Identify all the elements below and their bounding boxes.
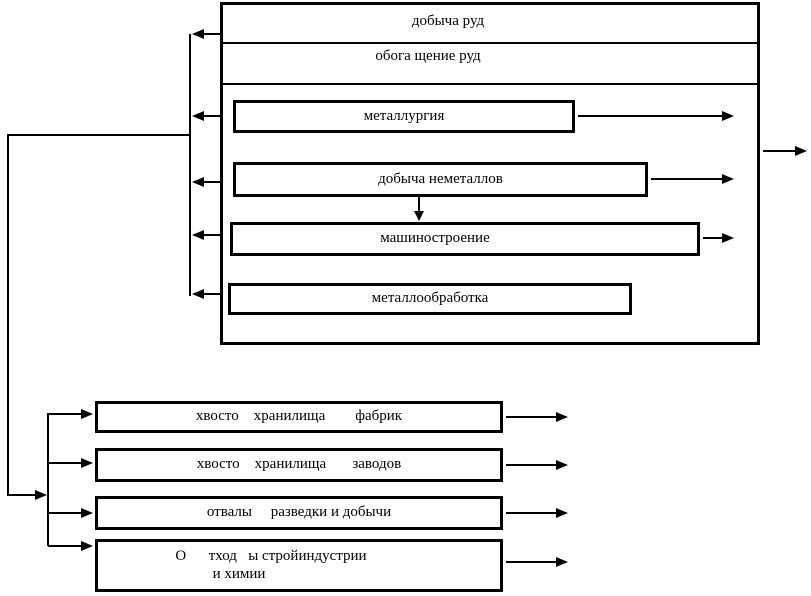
row-ore-enrichment: обога щение руд bbox=[220, 46, 760, 68]
arrow-to-distributor-line bbox=[8, 494, 36, 496]
arrow-tailings-factories-out-head-icon bbox=[556, 412, 568, 422]
box-tailings-factories-label: хвосто хранилища фабрик bbox=[195, 408, 403, 425]
divider-mining-enrichment bbox=[222, 42, 758, 44]
box-nonmetal-mining-label: добыча неметаллов bbox=[378, 170, 503, 187]
arrow-to-tailings-plants-line bbox=[48, 462, 82, 464]
arrow-complex-out-line bbox=[763, 150, 797, 152]
box-construction-chemistry-waste: О тход ы стройиндустрии и химии bbox=[95, 539, 503, 592]
arrow-dumps-out-head-icon bbox=[556, 508, 568, 518]
arrow-nonmetal-to-machine-line bbox=[418, 197, 420, 212]
arrow-to-tailings-plants-head-icon bbox=[81, 458, 93, 468]
left-down-line bbox=[7, 134, 9, 496]
arrow-machine-out-head-icon bbox=[722, 233, 734, 243]
box-construction-chemistry-waste-label-line1: О тход ы стройиндустрии bbox=[175, 548, 367, 565]
arrow-to-construction-waste-head-icon bbox=[81, 541, 93, 551]
arrow-tailings-factories-out-line bbox=[506, 416, 557, 418]
box-metalworking-label: металлообработка bbox=[371, 290, 489, 307]
arrow-metallurgy-waste-line bbox=[204, 115, 220, 117]
box-exploration-dumps: отвалы разведки и добычи bbox=[95, 496, 503, 530]
box-exploration-dumps-label: отвалы разведки и добычи bbox=[206, 504, 392, 521]
arrow-nonmetal-out-head-icon bbox=[722, 174, 734, 184]
arrow-tailings-plants-out-line bbox=[506, 464, 557, 466]
arrow-metallurgy-out-line bbox=[578, 115, 724, 117]
arrow-dumps-out-line bbox=[506, 512, 557, 514]
waste-collector-line bbox=[189, 34, 191, 296]
box-tailings-plants: хвосто хранилища заводов bbox=[95, 448, 503, 482]
box-machine-building: машиностроение bbox=[230, 222, 700, 256]
arrow-to-tailings-factories-head-icon bbox=[81, 409, 93, 419]
arrow-metallurgy-waste-head-icon bbox=[192, 111, 204, 121]
box-tailings-plants-label: хвосто хранилища заводов bbox=[196, 456, 402, 473]
arrow-to-construction-waste-line bbox=[48, 545, 82, 547]
arrow-tailings-plants-out-head-icon bbox=[556, 460, 568, 470]
arrow-mining-waste-line bbox=[204, 33, 220, 35]
box-tailings-factories: хвосто хранилища фабрик bbox=[95, 401, 503, 433]
box-construction-chemistry-waste-label-line2: и химии bbox=[212, 565, 266, 582]
box-machine-building-label: машиностроение bbox=[380, 230, 490, 247]
box-metallurgy: металлургия bbox=[233, 100, 575, 133]
box-nonmetal-mining: добыча неметаллов bbox=[233, 162, 648, 197]
arrow-construction-waste-out-head-icon bbox=[556, 557, 568, 567]
arrow-metallurgy-out-head-icon bbox=[722, 111, 734, 121]
arrow-complex-out-head-icon bbox=[795, 146, 807, 156]
arrow-nonmetal-out-line bbox=[651, 178, 724, 180]
divider-enrichment-bottom bbox=[222, 83, 758, 85]
arrow-nonmetal-waste-head-icon bbox=[192, 177, 204, 187]
row-ore-mining-label: добыча руд bbox=[411, 13, 485, 30]
row-ore-mining: добыча руд bbox=[220, 8, 760, 36]
row-ore-enrichment-label: обога щение руд bbox=[375, 48, 481, 65]
arrow-nonmetal-to-machine-head-icon bbox=[414, 211, 424, 221]
storage-distributor-line bbox=[47, 413, 49, 546]
arrow-machine-waste-head-icon bbox=[192, 230, 204, 240]
arrow-to-dumps-line bbox=[48, 512, 82, 514]
arrow-to-tailings-factories-line bbox=[48, 413, 82, 415]
arrow-machine-out-line bbox=[703, 237, 724, 239]
box-metalworking: металлообработка bbox=[228, 283, 632, 315]
arrow-metalworking-waste-head-icon bbox=[192, 289, 204, 299]
arrow-to-distributor-head-icon bbox=[35, 490, 47, 500]
arrow-to-dumps-head-icon bbox=[81, 508, 93, 518]
collector-to-left-line bbox=[8, 134, 190, 136]
arrow-metalworking-waste-line bbox=[204, 293, 220, 295]
arrow-mining-waste-head-icon bbox=[192, 29, 204, 39]
arrow-construction-waste-out-line bbox=[506, 561, 557, 563]
arrow-machine-waste-line bbox=[204, 234, 220, 236]
box-metallurgy-label: металлургия bbox=[363, 107, 445, 124]
arrow-nonmetal-waste-line bbox=[204, 181, 220, 183]
